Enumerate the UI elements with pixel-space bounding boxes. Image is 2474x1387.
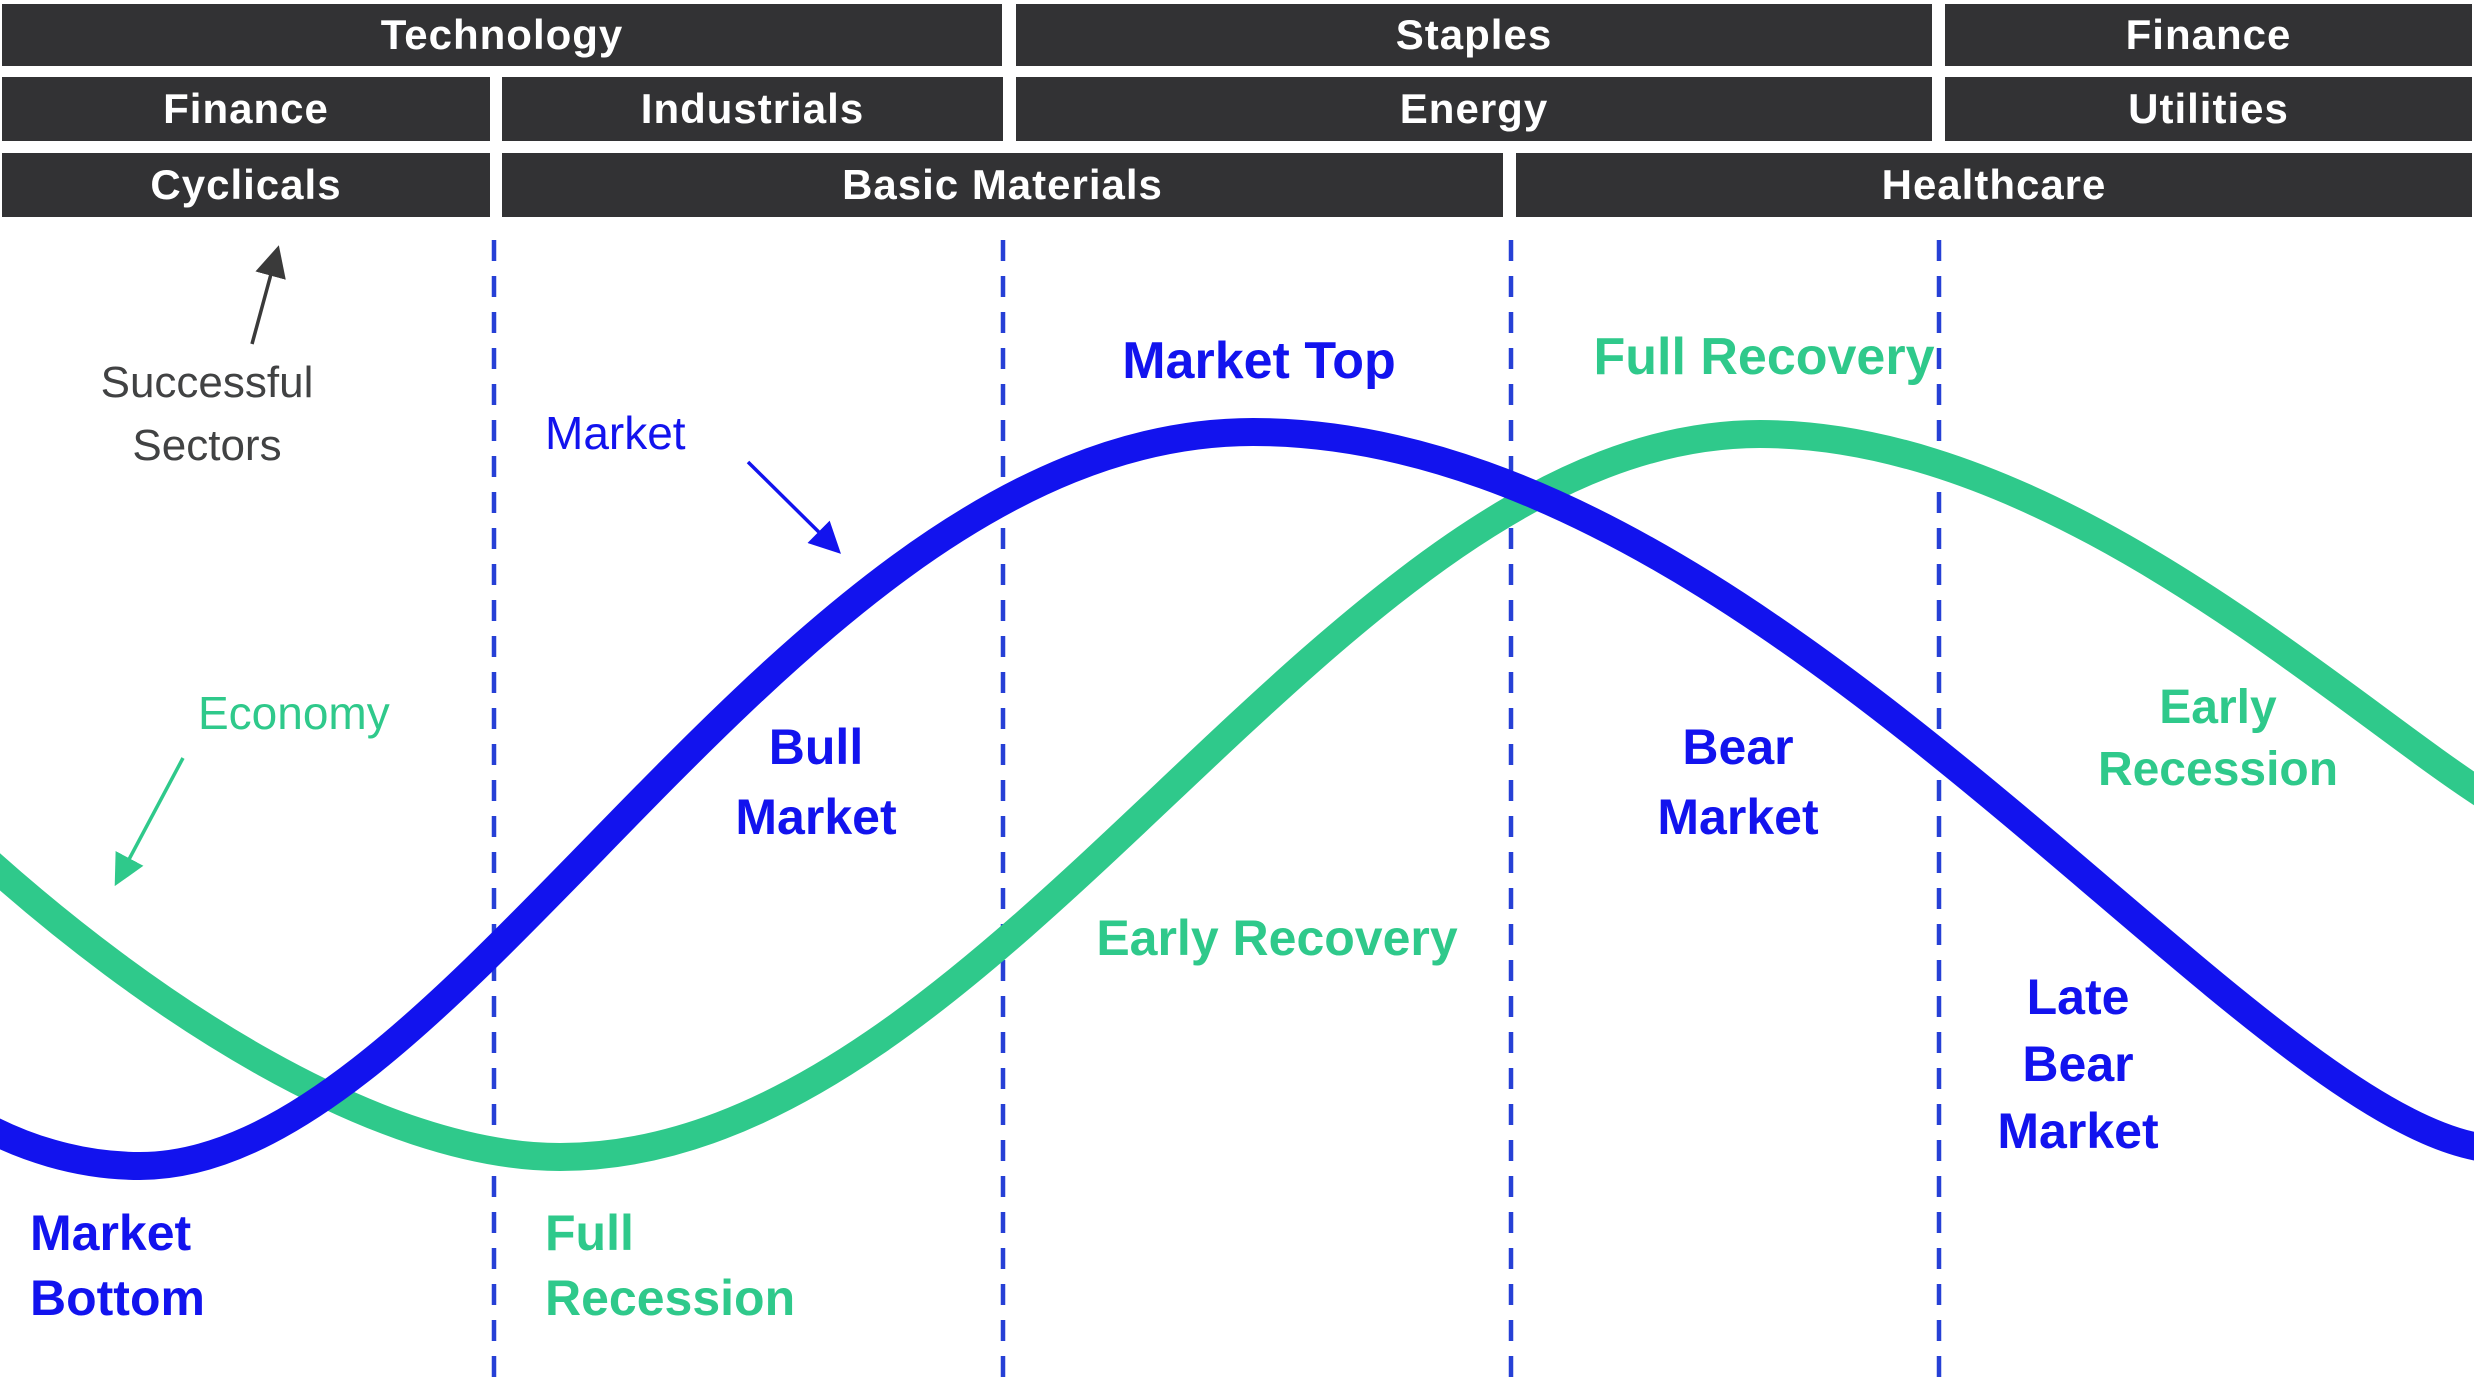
sector-bar-healthcare: Healthcare (1516, 153, 2472, 217)
sector-bar-basic-materials: Basic Materials (502, 153, 1503, 217)
sector-bar-staples: Staples (1016, 4, 1932, 66)
full-recession-line2: Recession (545, 1270, 796, 1326)
late-bear-market-line3: Market (1997, 1103, 2159, 1159)
early-recession-line2: Recession (2097, 743, 2339, 796)
market-bottom-line2: Bottom (30, 1270, 205, 1326)
bull-market-line1: Bull (768, 719, 864, 775)
sector-bar-finance-top: Finance (1945, 4, 2472, 66)
market-curve (0, 417, 2474, 1181)
sector-bar-technology: Technology (2, 4, 1002, 66)
successful-sectors-arrow (250, 245, 286, 345)
economy-label-arrow (114, 757, 185, 887)
bear-market-line2: Market (1657, 789, 1819, 845)
successful-sectors-line1: Successful (100, 358, 314, 407)
sector-bar-energy: Energy (1016, 77, 1932, 141)
successful-sectors-caption: Successful Sectors (101, 351, 314, 477)
late-bear-market-line2: Bear (2022, 1036, 2134, 1092)
full-recession-line1: Full (545, 1205, 634, 1261)
bull-market-line2: Market (735, 789, 897, 845)
phase-label-full-recovery: Full Recovery (1593, 328, 1935, 386)
sector-bar-industrials: Industrials (502, 77, 1003, 141)
market-bottom-line1: Market (30, 1205, 192, 1261)
sector-bar-finance-mid: Finance (2, 77, 490, 141)
phase-label-bull-market: Bull Market (735, 712, 896, 852)
phase-label-early-recovery: Early Recovery (1096, 910, 1458, 966)
phase-label-bear-market: Bear Market (1657, 712, 1818, 852)
phase-label-full-recession: Full Recession (545, 1201, 795, 1331)
successful-sectors-line2: Sectors (132, 421, 282, 470)
market-label-arrow (746, 460, 841, 554)
phase-label-market-bottom: Market Bottom (30, 1201, 205, 1331)
market-curve-label: Market (545, 407, 686, 459)
economy-curve-label: Economy (198, 687, 390, 739)
sector-bar-cyclicals: Cyclicals (2, 153, 490, 217)
phase-label-late-bear-market: Late Bear Market (1997, 964, 2158, 1165)
sector-bar-utilities: Utilities (1945, 77, 2472, 141)
bear-market-line1: Bear (1682, 719, 1794, 775)
late-bear-market-line1: Late (2026, 969, 2130, 1025)
phase-label-early-recession: Early Recession (2098, 677, 2338, 801)
early-recession-line1: Early (2159, 681, 2277, 734)
phase-label-market-top: Market Top (1122, 332, 1396, 390)
